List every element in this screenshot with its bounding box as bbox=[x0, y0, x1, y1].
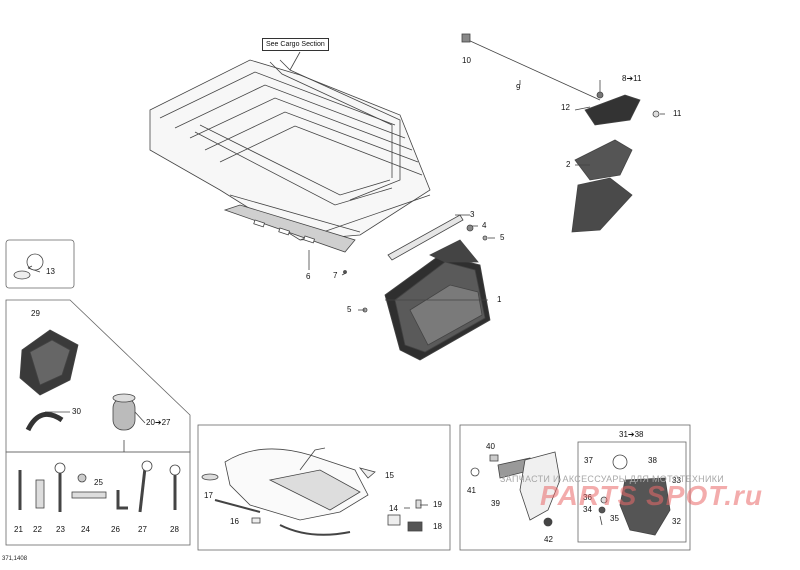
label-part-1: 1 bbox=[497, 295, 502, 304]
label-part-34: 34 bbox=[583, 505, 592, 514]
label-part-20-27: 20➔27 bbox=[146, 418, 171, 427]
label-part-30: 30 bbox=[72, 407, 81, 416]
watermark-text: ЗАПЧАСТИ И АКСЕССУАРЫ ДЛЯ МОТОТЕХНИКИ bbox=[500, 474, 725, 484]
label-part-9: 9 bbox=[516, 83, 521, 92]
part-9-cable-drawing bbox=[467, 39, 601, 101]
part-3-drawing bbox=[387, 214, 464, 261]
label-part-24: 24 bbox=[81, 525, 90, 534]
label-part-31-38: 31➔38 bbox=[619, 430, 644, 439]
label-part-25: 25 bbox=[94, 478, 103, 487]
label-part-16: 16 bbox=[230, 517, 239, 526]
label-part-41: 41 bbox=[467, 486, 476, 495]
label-part-22: 22 bbox=[33, 525, 42, 534]
label-part-29: 29 bbox=[31, 309, 40, 318]
label-part-19: 19 bbox=[433, 500, 442, 509]
cargo-rack-drawing bbox=[149, 59, 431, 241]
label-part-11: 11 bbox=[673, 109, 682, 118]
label-part-37: 37 bbox=[584, 456, 593, 465]
label-part-42: 42 bbox=[544, 535, 553, 544]
panel-14-19 bbox=[197, 424, 451, 551]
label-part-38: 38 bbox=[648, 456, 657, 465]
label-part-35: 35 bbox=[610, 514, 619, 523]
label-part-10: 10 bbox=[462, 56, 471, 65]
label-part-14: 14 bbox=[389, 504, 398, 513]
watermark-logo: PARTS SPOT.ru bbox=[540, 480, 764, 511]
panel-29-30 bbox=[5, 299, 191, 453]
figure-id: 371,1408 bbox=[2, 556, 28, 562]
label-part-40: 40 bbox=[486, 442, 495, 451]
label-part-5b: 5 bbox=[347, 305, 352, 314]
label-part-15: 15 bbox=[385, 471, 394, 480]
label-part-7: 7 bbox=[333, 271, 338, 280]
snowmobile-drawing bbox=[214, 447, 369, 536]
label-part-3: 3 bbox=[470, 210, 475, 219]
label-part-23: 23 bbox=[56, 525, 65, 534]
label-part-36: 36 bbox=[583, 493, 592, 502]
label-part-6: 6 bbox=[306, 272, 311, 281]
part-8-11-drawing bbox=[584, 94, 641, 126]
label-part-26: 26 bbox=[111, 525, 120, 534]
panel-21-28 bbox=[5, 451, 191, 546]
label-part-33: 33 bbox=[672, 476, 681, 485]
panel-39-42 bbox=[459, 424, 691, 551]
label-part-17: 17 bbox=[204, 491, 213, 500]
part-2-drawing bbox=[574, 139, 633, 181]
label-part-21: 21 bbox=[14, 525, 23, 534]
panel-13 bbox=[5, 239, 75, 289]
label-part-12: 12 bbox=[561, 103, 570, 112]
label-part-18: 18 bbox=[433, 522, 442, 531]
label-part-8-11: 8➔11 bbox=[622, 74, 642, 83]
label-part-4: 4 bbox=[482, 221, 487, 230]
panel-31-38 bbox=[577, 441, 687, 543]
label-part-39: 39 bbox=[491, 499, 500, 508]
label-part-28: 28 bbox=[170, 525, 179, 534]
label-part-5a: 5 bbox=[500, 233, 505, 242]
label-part-27: 27 bbox=[138, 525, 147, 534]
label-part-13: 13 bbox=[46, 267, 55, 276]
label-part-2: 2 bbox=[566, 160, 571, 169]
see-cargo-section-callout[interactable]: See Cargo Section bbox=[262, 38, 329, 51]
label-part-32: 32 bbox=[672, 517, 681, 526]
